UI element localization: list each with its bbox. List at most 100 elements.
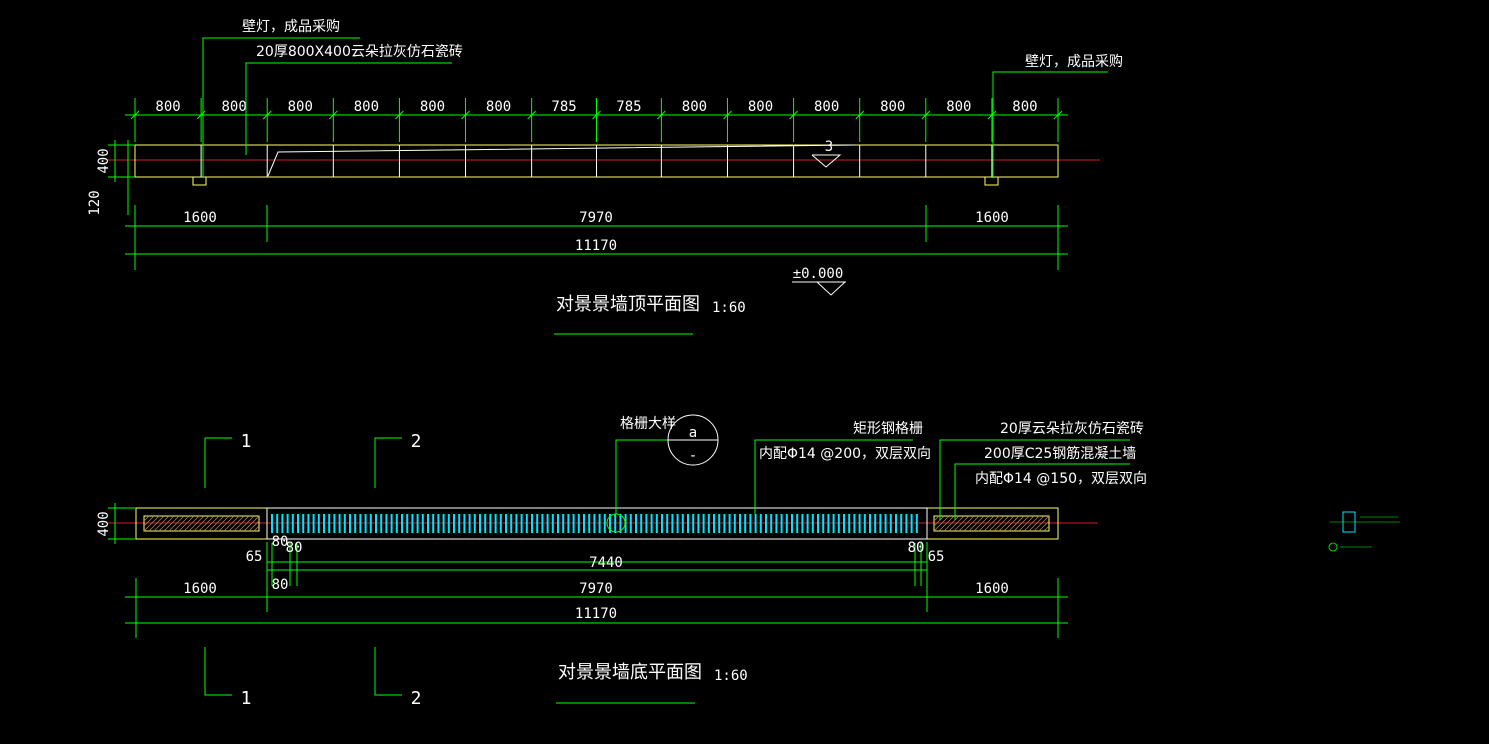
bottom-small-dim-1: 65 xyxy=(246,549,263,565)
tile-label: 20厚云朵拉灰仿石瓷砖 xyxy=(1000,421,1144,437)
hatch-line-10 xyxy=(183,515,200,532)
top-dim-label-4: 800 xyxy=(420,99,445,115)
bottom-grate-bars xyxy=(271,514,918,533)
top-mid-dim-2: 7970 xyxy=(579,210,613,226)
top-mid-dim-1: 1600 xyxy=(183,210,217,226)
hatch-line-27 xyxy=(933,515,950,532)
bottom-mid-dim-2: 7970 xyxy=(579,581,613,597)
bottom-small-dim-2: 80 xyxy=(272,534,289,550)
top-dim-tick-10 xyxy=(789,110,798,120)
top-plan-title: 对景景墙顶平面图 xyxy=(556,294,700,315)
hatch-line-45 xyxy=(1023,515,1040,532)
top-plan-scale: 1:60 xyxy=(712,300,746,316)
top-mid-dim-3: 1600 xyxy=(975,210,1009,226)
hatch-line-39 xyxy=(993,515,1010,532)
hatch-line-21 xyxy=(238,515,255,532)
top-dim-tick-14 xyxy=(1053,110,1063,120)
hatch-line-8 xyxy=(173,515,190,532)
top-dim-label-13: 800 xyxy=(1012,99,1037,115)
hatch-line-5 xyxy=(158,515,175,532)
top-lamp-right xyxy=(984,176,999,186)
top-dim-tick-9 xyxy=(723,110,732,120)
hatch-line-44 xyxy=(1018,515,1035,532)
hatch-line-23 xyxy=(248,520,260,532)
hatch-line-0 xyxy=(143,515,150,522)
bottom-small-dim-3: 80 xyxy=(286,540,303,556)
hatch-line-47 xyxy=(1033,515,1050,532)
grate-rebar: 内配Φ14 @200，双层双向 xyxy=(759,446,931,462)
top-lamp-left xyxy=(192,176,207,186)
bottom-total-dim: 11170 xyxy=(575,606,617,622)
hatch-line-7 xyxy=(168,515,185,532)
hatch-line-11 xyxy=(188,515,205,532)
top-level-triangle-1 xyxy=(811,154,842,168)
wall-rebar: 内配Φ14 @150，双层双向 xyxy=(975,471,1147,487)
hatch-line-42 xyxy=(1008,515,1025,532)
top-side-dim-offset: 120 xyxy=(87,190,103,215)
section-mark-2-bottom: 2 xyxy=(411,688,422,709)
top-dim-label-6: 785 xyxy=(551,99,576,115)
hatch-line-3 xyxy=(148,515,165,532)
hatch-line-2 xyxy=(143,515,160,532)
top-dim-tick-12 xyxy=(921,110,931,120)
hatch-line-24 xyxy=(253,525,260,532)
bottom-grate-dim: 7440 xyxy=(589,555,623,571)
hatch-line-36 xyxy=(978,515,995,532)
top-dim-tick-0 xyxy=(130,110,140,120)
top-dim-tick-11 xyxy=(855,110,865,120)
top-callout-tile: 20厚800X400云朵拉灰仿石瓷砖 xyxy=(256,44,463,60)
grate-detail-leader xyxy=(615,439,668,514)
hatch-line-33 xyxy=(963,515,980,532)
top-dim-label-11: 800 xyxy=(880,99,905,115)
top-dim-tick-1 xyxy=(196,110,206,120)
top-callout-lamp-left-leader xyxy=(202,37,360,178)
wall-label-leader xyxy=(954,463,1130,520)
section-mark-1-top-line xyxy=(204,437,232,488)
bottom-plan-scale: 1:60 xyxy=(714,668,748,684)
top-dim-label-2: 800 xyxy=(288,99,313,115)
top-dim-tick-2 xyxy=(262,110,272,120)
top-dim-label-5: 800 xyxy=(486,99,511,115)
bottom-small-dim-5: 80 xyxy=(908,540,925,556)
bottom-wall-right-inner xyxy=(933,515,1050,532)
section-mark-2-bottom-line xyxy=(374,647,402,696)
section-mark-2-top-line xyxy=(374,437,402,488)
hatch-line-6 xyxy=(163,515,180,532)
grate-label-leader xyxy=(754,439,913,514)
section-mark-1-bottom: 1 xyxy=(241,688,252,709)
detail-bubble-top: a xyxy=(689,425,697,441)
hatch-line-22 xyxy=(243,515,260,532)
section-mark-1-top: 1 xyxy=(241,431,252,452)
grate-detail-label: 格栅大样 xyxy=(620,416,676,432)
bottom-plan: 400 65 80 80 80 80 65 7440 1600 7970 160… xyxy=(96,414,1147,709)
bottom-mid-dim-1: 1600 xyxy=(183,581,217,597)
hatch-line-20 xyxy=(233,515,250,532)
bottom-grate-outline xyxy=(266,507,928,540)
thumbnail-preview xyxy=(1328,511,1400,552)
bottom-side-dim-width: 400 xyxy=(96,511,112,536)
top-dim-ticks xyxy=(130,98,1063,142)
hatch-line-18 xyxy=(223,515,240,532)
thumbnail-bubble xyxy=(1328,542,1338,552)
hatch-line-43 xyxy=(1013,515,1030,532)
tile-label-leader xyxy=(939,439,1130,520)
hatch-line-32 xyxy=(958,515,975,532)
hatch-line-25 xyxy=(933,515,940,522)
bottom-mid-dim-3: 1600 xyxy=(975,581,1009,597)
hatch-line-41 xyxy=(1003,515,1020,532)
top-dim-label-10: 800 xyxy=(814,99,839,115)
top-dim-tick-8 xyxy=(657,110,666,120)
hatch-line-49 xyxy=(1043,525,1050,532)
top-section-mark: 3 xyxy=(825,139,833,155)
hatch-line-15 xyxy=(208,515,225,532)
grate-label: 矩形钢格栅 xyxy=(853,421,923,437)
hatch-line-13 xyxy=(198,515,215,532)
top-level-label: ±0.000 xyxy=(793,266,844,282)
top-dim-label-9: 800 xyxy=(748,99,773,115)
hatch-line-4 xyxy=(153,515,170,532)
top-level-triangle-2 xyxy=(816,281,847,296)
hatch-line-38 xyxy=(988,515,1005,532)
hatch-line-46 xyxy=(1028,515,1045,532)
top-dim-tick-7 xyxy=(592,110,601,120)
hatch-line-12 xyxy=(193,515,210,532)
